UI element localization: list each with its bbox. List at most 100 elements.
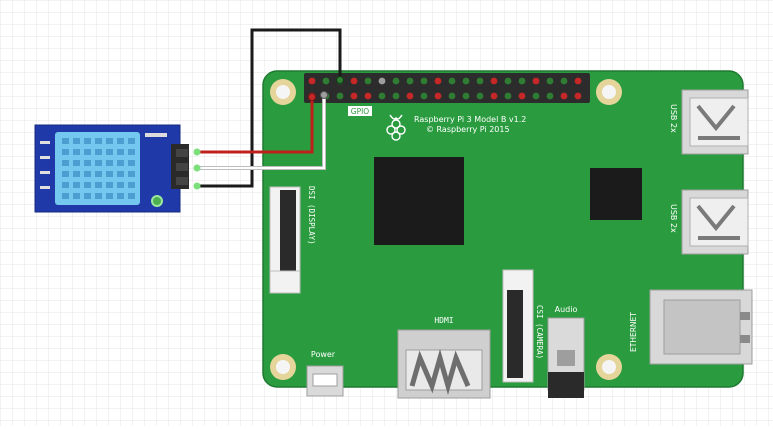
dsi-connector: [269, 186, 301, 294]
sensor-vent: [84, 160, 91, 166]
sensor-vent: [95, 182, 102, 188]
sensor-vent: [117, 160, 124, 166]
board-copyright-text: © Raspberry Pi 2015: [426, 125, 510, 134]
wires: [193, 28, 344, 190]
gpio-pin: [434, 92, 442, 100]
usb-port-1: [681, 89, 749, 155]
gpio-pin: [518, 77, 526, 85]
sensor-vent: [73, 193, 80, 199]
wire-endpoint: [193, 182, 201, 190]
wire-white-data: [197, 96, 325, 169]
gpio-pin: [490, 92, 498, 100]
sensor-vent: [95, 160, 102, 166]
power-label: Power: [311, 350, 336, 359]
sensor-vent: [62, 193, 69, 199]
gpio-pin: [406, 92, 414, 100]
sensor-vent: [84, 171, 91, 177]
gpio-pin: [462, 92, 470, 100]
gpio-pin: [546, 92, 554, 100]
sensor-vent: [117, 182, 124, 188]
gpio-pin: [350, 92, 358, 100]
lan-chip: [590, 168, 642, 220]
gpio-pin: [420, 92, 428, 100]
sensor-label-strip: [145, 133, 167, 137]
gpio-pin: [406, 77, 414, 85]
gpio-label-box: [348, 106, 372, 116]
sensor-side-pins: [40, 141, 50, 189]
sensor-vent: [128, 149, 135, 155]
gpio-pin: [504, 77, 512, 85]
power-port: [306, 365, 344, 397]
wire-endpoint: [308, 93, 316, 101]
gpio-pin: [532, 92, 540, 100]
wire-endpoint: [320, 91, 328, 99]
dht-sensor-module: [34, 124, 189, 213]
sensor-vent: [128, 160, 135, 166]
gpio-pin: [518, 92, 526, 100]
gpio-pin: [490, 77, 498, 85]
gpio-pin: [476, 77, 484, 85]
sensor-vent: [106, 193, 113, 199]
gpio-pin: [546, 77, 554, 85]
gpio-pin: [448, 77, 456, 85]
wire-endpoint: [193, 164, 201, 172]
board-model-text: Raspberry Pi 3 Model B v1.2: [414, 115, 526, 124]
sensor-vent: [84, 193, 91, 199]
raspberry-pi-board: GPIO Raspberry Pi 3 Model B v1.2 © Raspb…: [262, 70, 753, 399]
gpio-pin: [560, 92, 568, 100]
sensor-vent: [128, 193, 135, 199]
gpio-label: GPIO: [351, 107, 370, 116]
sensor-vent: [106, 182, 113, 188]
gpio-pin: [462, 77, 470, 85]
sensor-led: [151, 195, 163, 207]
sensor-vent: [117, 138, 124, 144]
sensor-vent: [106, 160, 113, 166]
soc-chip: [374, 157, 464, 245]
gpio-pin: [392, 92, 400, 100]
sensor-vent: [95, 171, 102, 177]
gpio-pin: [308, 77, 316, 85]
sensor-vent: [106, 149, 113, 155]
gpio-pin: [560, 77, 568, 85]
hdmi-label: HDMI: [434, 316, 453, 325]
sensor-vent: [128, 182, 135, 188]
sensor-vent: [84, 182, 91, 188]
gpio-pin: [574, 92, 582, 100]
gpio-pin: [448, 92, 456, 100]
wire-endpoint: [336, 76, 344, 84]
sensor-vent: [106, 171, 113, 177]
gpio-pin: [364, 77, 372, 85]
sensor-vent: [84, 149, 91, 155]
sensor-vent: [106, 138, 113, 144]
csi-connector: [502, 269, 534, 383]
gpio-pin: [476, 92, 484, 100]
ethernet-port: [649, 289, 753, 365]
raspberry-logo-icon: [386, 114, 406, 141]
sensor-vent: [62, 149, 69, 155]
sensor-vent: [73, 149, 80, 155]
sensor-vent: [95, 138, 102, 144]
usb-label-2: USB 2x: [669, 204, 678, 233]
gpio-pin: [336, 92, 344, 100]
mounting-holes: [270, 79, 622, 380]
sensor-vent: [73, 182, 80, 188]
sensor-vent: [73, 138, 80, 144]
gpio-pin: [574, 77, 582, 85]
gpio-pin: [420, 77, 428, 85]
gpio-pin: [504, 92, 512, 100]
sensor-vent: [128, 138, 135, 144]
sensor-header-pins: [171, 144, 189, 189]
sensor-vent: [128, 171, 135, 177]
gpio-header: [304, 73, 590, 103]
wire-black-ground: [197, 28, 342, 188]
ethernet-label: ETHERNET: [629, 312, 638, 352]
wire-endpoint: [193, 148, 201, 156]
audio-label: Audio: [555, 305, 578, 314]
sensor-vent: [95, 193, 102, 199]
gpio-pin: [322, 77, 330, 85]
sensor-vent: [95, 149, 102, 155]
sensor-vent: [62, 182, 69, 188]
usb-port-2: [681, 189, 749, 255]
